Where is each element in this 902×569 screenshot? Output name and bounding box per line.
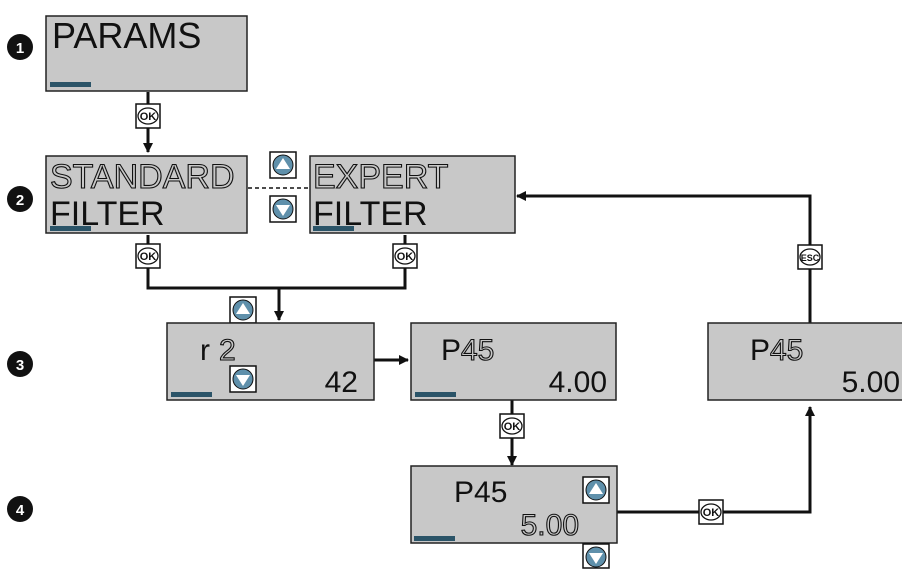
screen-p45-current-prefix: P — [441, 334, 461, 367]
screen-p45-current: P 45 4.00 — [410, 322, 617, 401]
screen-p45-saved-value: 5.00 — [842, 366, 900, 399]
screen-p45-current-number: 45 — [461, 334, 494, 367]
svg-text:OK: OK — [140, 111, 157, 123]
screen-p45-current-value: 4.00 — [549, 366, 607, 399]
connector-edit-to-saved — [617, 406, 815, 514]
svg-text:OK: OK — [504, 421, 521, 433]
up-arrow-key-icon[interactable] — [269, 151, 297, 179]
screen-r2: r 2 42 — [166, 322, 375, 401]
screen-p45-saved-number: 45 — [770, 334, 803, 367]
ok-key-icon[interactable]: OK — [698, 499, 724, 525]
screen-params-title: PARAMS — [52, 15, 201, 56]
svg-text:2: 2 — [16, 192, 24, 209]
screen-p45-edit: P45 5.00 — [410, 465, 618, 544]
screen-p45-current-cursor-bar — [415, 392, 456, 397]
screen-p45-edit-prefix: P45 — [454, 476, 507, 509]
step-marker-1: 1 — [7, 34, 33, 60]
up-arrow-key-icon[interactable] — [582, 476, 610, 504]
screen-standard-filter: STANDARD FILTER — [45, 155, 248, 234]
down-arrow-key-icon[interactable] — [269, 195, 297, 223]
svg-text:ESC: ESC — [801, 253, 820, 263]
svg-text:OK: OK — [397, 251, 414, 263]
up-arrow-key-icon[interactable] — [229, 296, 257, 324]
svg-text:OK: OK — [703, 507, 720, 519]
svg-text:3: 3 — [16, 357, 24, 374]
screen-standard-cursor-bar — [50, 226, 91, 231]
svg-text:1: 1 — [16, 40, 24, 57]
screen-r2-prefix: r — [200, 334, 210, 367]
screen-expert-filter: EXPERT FILTER — [309, 155, 516, 234]
ok-key-icon[interactable]: OK — [135, 243, 161, 269]
screen-r2-cursor-bar — [171, 392, 212, 397]
ok-key-icon[interactable]: OK — [499, 413, 525, 439]
svg-text:4: 4 — [16, 502, 25, 519]
svg-text:OK: OK — [140, 251, 157, 263]
step-marker-2: 2 — [7, 186, 33, 212]
screen-expert-cursor-bar — [313, 226, 354, 231]
step-marker-4: 4 — [7, 496, 33, 522]
screen-r2-value: 42 — [325, 366, 358, 399]
ok-key-icon[interactable]: OK — [392, 243, 418, 269]
step-marker-3: 3 — [7, 351, 33, 377]
down-arrow-key-icon[interactable] — [582, 543, 610, 569]
screen-standard-title: STANDARD — [50, 158, 235, 196]
connector-saved-to-expert — [516, 191, 812, 325]
screen-p45-edit-cursor-bar — [414, 536, 455, 541]
esc-key-icon[interactable]: ESC — [797, 244, 823, 270]
screen-params: PARAMS — [45, 15, 248, 92]
screen-expert-title: EXPERT — [313, 158, 448, 196]
screen-r2-number: 2 — [219, 334, 236, 367]
screen-p45-saved: P 45 5.00 — [707, 322, 902, 401]
ok-key-icon[interactable]: OK — [135, 103, 161, 129]
screen-params-cursor-bar — [50, 82, 91, 87]
screen-p45-edit-value: 5.00 — [521, 509, 579, 542]
connector-filters-join — [146, 235, 407, 290]
down-arrow-key-icon[interactable] — [229, 365, 257, 393]
screen-p45-saved-prefix: P — [750, 334, 770, 367]
